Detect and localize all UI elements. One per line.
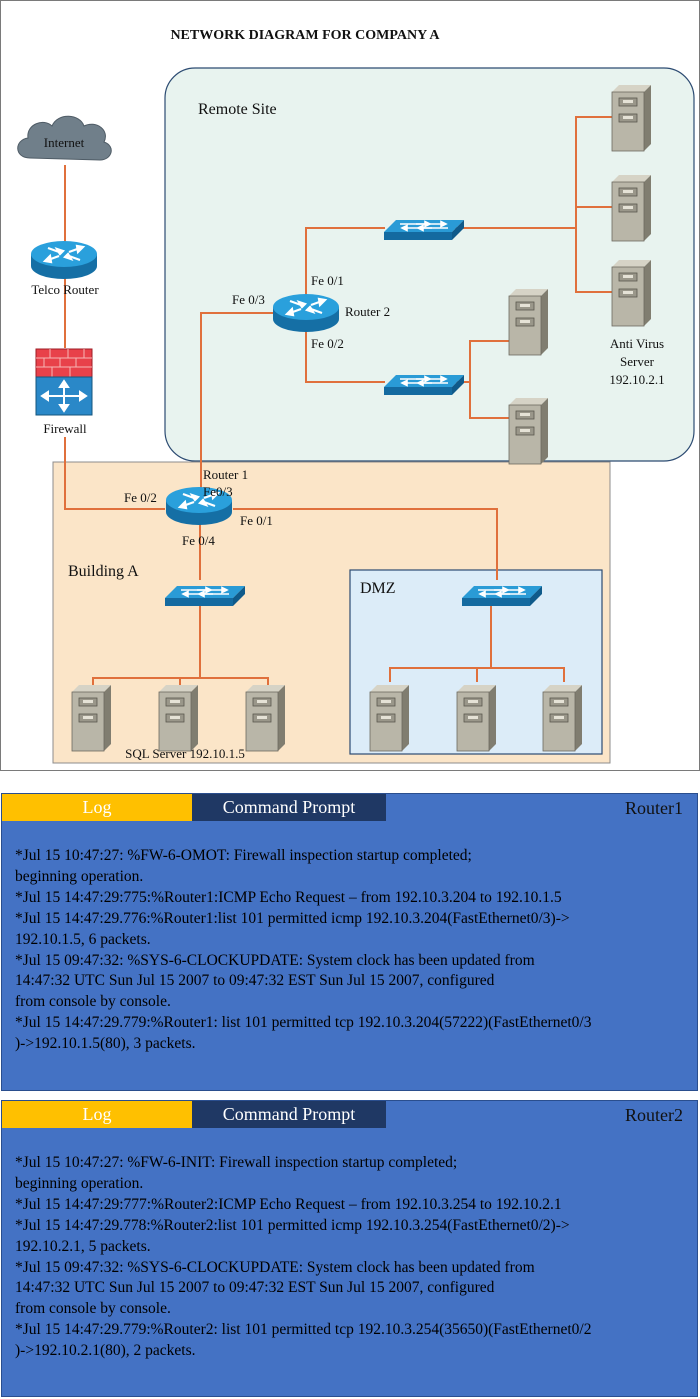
log-line: beginning operation. — [15, 867, 144, 885]
router2-icon — [271, 292, 341, 334]
antivirus-label-line2: Server — [620, 354, 655, 369]
telco-router-icon — [29, 239, 99, 281]
antivirus-server-icon — [611, 259, 652, 327]
dmz-server-2-icon — [456, 684, 497, 752]
router1-log-panel: Log Command Prompt Router1 *Jul 15 10:47… — [1, 793, 698, 1091]
router2-panel-title: Router2 — [625, 1105, 683, 1125]
router2-port-fe01: Fe 0/1 — [311, 273, 344, 288]
internet-cloud-icon: Internet — [17, 115, 112, 161]
remote-server-2-icon — [611, 174, 652, 242]
router1-command-prompt-tab[interactable]: Command Prompt — [192, 794, 386, 821]
log-line: *Jul 15 14:47:29:777:%Router2:ICMP Echo … — [15, 1195, 562, 1213]
log-line: from console by console. — [15, 1300, 171, 1318]
log-line: *Jul 15 14:47:29.778:%Router2:list 101 p… — [15, 1216, 570, 1234]
antivirus-label-line1: Anti Virus — [610, 336, 664, 351]
router1-port-fe01: Fe 0/1 — [240, 513, 273, 528]
log-line: *Jul 15 10:47:27: %FW-6-OMOT: Firewall i… — [15, 847, 472, 864]
log-line: beginning operation. — [15, 1174, 144, 1192]
telco-router-label: Telco Router — [31, 282, 99, 297]
building-server-3-icon — [245, 684, 286, 752]
internet-label: Internet — [44, 135, 85, 150]
log-line: *Jul 15 14:47:29.776:%Router1:list 101 p… — [15, 909, 570, 927]
dmz-server-1-icon — [369, 684, 410, 752]
building-a-label: Building A — [68, 563, 139, 580]
antivirus-label-line3: 192.10.2.1 — [609, 372, 664, 387]
router1-port-fe04: Fe 0/4 — [182, 533, 215, 548]
log-line: *Jul 15 14:47:29:775:%Router1:ICMP Echo … — [15, 888, 562, 906]
log-line: from console by console. — [15, 993, 171, 1011]
sql-server-icon — [158, 684, 199, 752]
router2-port-fe03: Fe 0/3 — [232, 292, 265, 307]
log-line: *Jul 15 14:47:29.779:%Router2: list 101 … — [15, 1321, 592, 1339]
remote-switch-2-icon — [383, 374, 465, 396]
router1-port-fe02: Fe 0/2 — [124, 490, 157, 505]
log-line: 14:47:32 UTC Sun Jul 15 2007 to 09:47:32… — [15, 972, 495, 990]
router1-panel-title: Router1 — [625, 798, 683, 818]
remote-site-zone — [164, 67, 695, 462]
log-line: )->192.10.1.5(80), 3 packets. — [15, 1035, 196, 1053]
remote-server-4-icon — [508, 397, 549, 465]
log-line: 14:47:32 UTC Sun Jul 15 2007 to 09:47:32… — [15, 1279, 495, 1297]
remote-server-1-icon — [611, 84, 652, 152]
log-line: )->192.10.2.1(80), 2 packets. — [15, 1342, 196, 1360]
dmz-label: DMZ — [360, 580, 396, 597]
building-a-switch-icon — [164, 585, 246, 607]
building-server-1-icon — [71, 684, 112, 752]
router2-label: Router 2 — [345, 304, 390, 319]
log-line: 192.10.2.1, 5 packets. — [15, 1237, 151, 1255]
router1-label: Router 1 — [203, 467, 248, 482]
router2-log-tab[interactable]: Log — [2, 1101, 192, 1128]
sql-server-label: SQL Server 192.10.1.5 — [125, 746, 245, 761]
router2-log-lines: *Jul 15 10:47:27: %FW-6-INIT: Firewall i… — [15, 1153, 691, 1362]
dmz-switch-icon — [461, 585, 543, 607]
network-diagram: NETWORK DIAGRAM FOR COMPANY A Remote Sit… — [0, 0, 700, 771]
diagram-title: NETWORK DIAGRAM FOR COMPANY A — [170, 28, 440, 43]
remote-site-label: Remote Site — [198, 101, 277, 118]
firewall-label: Firewall — [43, 421, 87, 436]
router1-port-fe03: Fe0/3 — [203, 484, 233, 499]
router2-log-panel: Log Command Prompt Router2 *Jul 15 10:47… — [1, 1100, 698, 1397]
router1-log-tab[interactable]: Log — [2, 794, 192, 821]
remote-server-3-icon — [508, 288, 549, 356]
log-line: 192.10.1.5, 6 packets. — [15, 930, 151, 948]
log-line: *Jul 15 14:47:29.779:%Router1: list 101 … — [15, 1014, 592, 1032]
remote-switch-1-icon — [383, 219, 465, 241]
log-line: *Jul 15 10:47:27: %FW-6-INIT: Firewall i… — [15, 1154, 458, 1171]
router1-log-lines: *Jul 15 10:47:27: %FW-6-OMOT: Firewall i… — [15, 846, 691, 1055]
firewall-icon — [35, 348, 93, 416]
log-line: *Jul 15 09:47:32: %SYS-6-CLOCKUPDATE: Sy… — [15, 951, 535, 969]
router2-port-fe02: Fe 0/2 — [311, 336, 344, 351]
dmz-server-3-icon — [542, 684, 583, 752]
log-line: *Jul 15 09:47:32: %SYS-6-CLOCKUPDATE: Sy… — [15, 1258, 535, 1276]
router2-command-prompt-tab[interactable]: Command Prompt — [192, 1101, 386, 1128]
